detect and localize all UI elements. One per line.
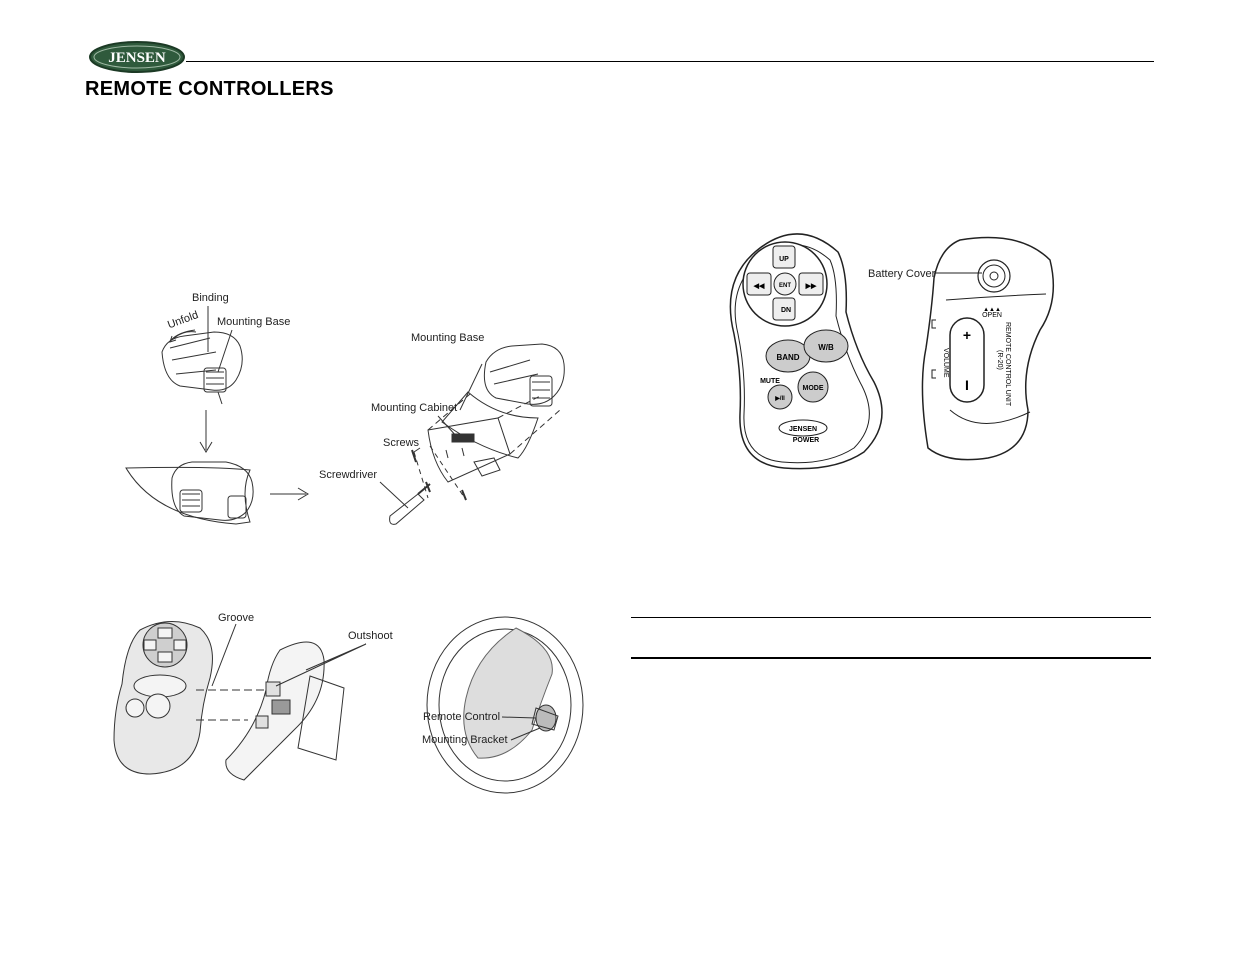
- battery-cover-label: Battery Cover: [868, 268, 936, 280]
- binding-label: Binding: [192, 292, 229, 304]
- remote-front: UP DN ◀◀ ▶▶ ENT BAND W/B MUTE ▶/II MODE …: [729, 233, 883, 470]
- jensen-logo: JENSEN: [89, 41, 185, 73]
- svg-text:REMOTE CONTROL UNIT: REMOTE CONTROL UNIT: [1004, 322, 1011, 407]
- mounting-base-label-2: Mounting Base: [411, 332, 485, 344]
- logo-text: JENSEN: [108, 50, 166, 66]
- play-button: [767, 384, 793, 410]
- svg-text:▶▶: ▶▶: [805, 283, 817, 290]
- mounting-cabinet-label: Mounting Cabinet: [371, 402, 458, 414]
- mounting-base-label: Mounting Base: [217, 316, 291, 328]
- groove-label: Groove: [218, 612, 255, 624]
- section-rule-bottom: [631, 657, 1151, 659]
- svg-text:BAND: BAND: [776, 353, 799, 362]
- svg-text:▲▲▲: ▲▲▲: [983, 307, 1001, 313]
- volume-rocker: [949, 317, 985, 403]
- exploded-assembly-sketch: [379, 343, 565, 525]
- section-title: REMOTE CONTROLLERS: [85, 78, 334, 100]
- next-button: [798, 272, 824, 296]
- screws-label: Screws: [383, 437, 420, 449]
- svg-text:JENSEN: JENSEN: [789, 426, 817, 433]
- svg-text:◀◀: ◀◀: [753, 283, 765, 290]
- svg-text:W/B: W/B: [818, 343, 834, 352]
- svg-text:MUTE: MUTE: [760, 378, 780, 385]
- remote-back: ▲▲▲ OPEN + I VOLUME REMOTE CONTROL UNIT …: [921, 236, 1055, 461]
- prev-button: [746, 272, 772, 296]
- svg-text:I: I: [965, 377, 969, 393]
- header-rule: [186, 61, 1154, 62]
- svg-text:DN: DN: [781, 307, 791, 314]
- wb-button: [803, 329, 849, 363]
- ent-button: [773, 272, 797, 296]
- up-button: [772, 245, 796, 269]
- svg-text:+: +: [963, 327, 971, 343]
- svg-text:(R-20): (R-20): [996, 350, 1003, 370]
- svg-text:POWER: POWER: [793, 437, 819, 444]
- mode-button: [797, 371, 829, 403]
- svg-text:MODE: MODE: [803, 385, 824, 392]
- steering-wheel-sketch: [426, 616, 584, 794]
- outshoot-label: Outshoot: [348, 630, 393, 642]
- section-rule-top: [631, 617, 1151, 618]
- screwdriver-label: Screwdriver: [319, 469, 378, 481]
- dn-button: [772, 297, 796, 321]
- svg-text:UP: UP: [779, 256, 789, 263]
- wrapped-mounting-sketch: [125, 461, 254, 525]
- remote-control-label: Remote Control: [423, 711, 501, 723]
- svg-text:VOLUME: VOLUME: [942, 348, 949, 378]
- remote-side-sketch: [113, 620, 213, 775]
- bracket-sketch: [225, 641, 345, 781]
- mounting-bracket-label: Mounting Bracket: [422, 734, 508, 746]
- svg-text:▶/II: ▶/II: [774, 395, 785, 402]
- svg-text:ENT: ENT: [779, 283, 791, 289]
- svg-text:OPEN: OPEN: [982, 312, 1002, 319]
